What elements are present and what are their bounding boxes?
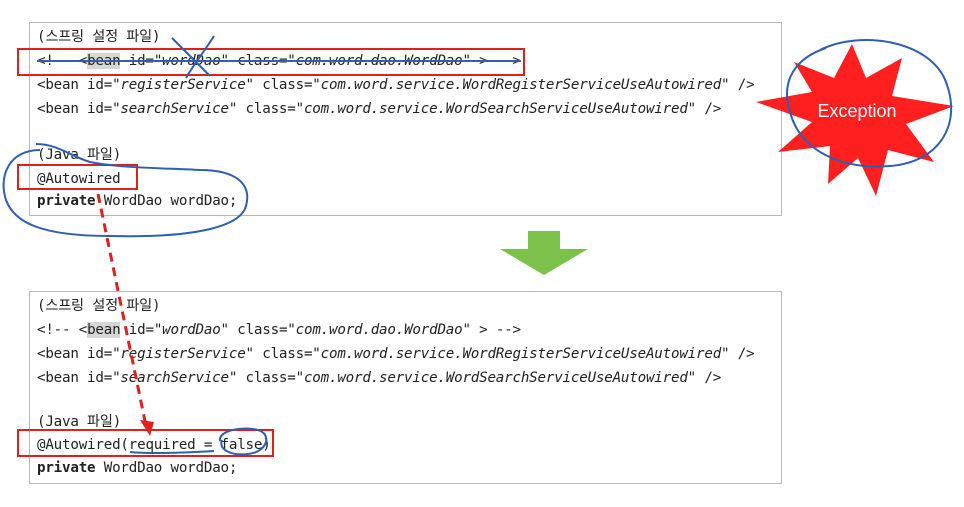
commented-bean-highlight-box <box>17 48 525 76</box>
comment-open: <!-- < <box>37 53 88 69</box>
spring-config-heading: (스프링 설정 파일) <box>37 298 161 314</box>
class-value: "com.word.service.WordSearchServiceUseAu… <box>295 101 697 117</box>
java-file-heading: (Java 파일) <box>37 147 122 163</box>
field-declaration: WordDao wordDao; <box>95 193 238 209</box>
class-value: "com.word.dao.WordDao" <box>287 53 471 69</box>
class-attr: class= <box>228 322 288 338</box>
private-keyword: private <box>37 193 96 209</box>
id-value: "searchService" <box>112 370 238 386</box>
commented-worddao-bean-line: <!-- <bean id="wordDao" class="com.word.… <box>37 320 521 340</box>
class-attr: class= <box>237 101 296 117</box>
bean-keyword: bean <box>87 53 121 69</box>
bean-open: <bean id= <box>37 101 113 117</box>
bean-close: /> <box>729 346 755 362</box>
comment-open: <!-- < <box>37 322 88 338</box>
search-service-bean-line: <bean id="searchService" class="com.word… <box>37 99 721 119</box>
class-attr: class= <box>237 370 296 386</box>
id-value: "wordDao" <box>153 322 229 338</box>
id-value: "registerService" <box>112 77 254 93</box>
class-attr: class= <box>253 346 313 362</box>
field-declaration: WordDao wordDao; <box>95 460 238 476</box>
autowired-annotation: @Autowired( <box>37 437 129 453</box>
worddao-field-line: private WordDao wordDao; <box>37 458 237 478</box>
worddao-field-line: private WordDao wordDao; <box>37 191 237 211</box>
search-service-bean-line: <bean id="searchService" class="com.word… <box>37 368 721 388</box>
bean-open: <bean id= <box>37 77 113 93</box>
class-value: "com.word.service.WordRegisterServiceUse… <box>312 346 730 362</box>
class-attr: class= <box>228 53 288 69</box>
class-value: "com.word.service.WordRegisterServiceUse… <box>312 77 730 93</box>
register-service-bean-line: <bean id="registerService" class="com.wo… <box>37 75 755 95</box>
autowired-highlight-box <box>17 164 138 190</box>
comment-close: > --> <box>470 53 521 69</box>
comment-close: > --> <box>470 322 521 338</box>
down-arrow-icon <box>500 231 588 275</box>
id-value: "searchService" <box>112 101 238 117</box>
bean-close: /> <box>696 370 722 386</box>
id-attr: id= <box>120 53 154 69</box>
bean-close: /> <box>696 101 722 117</box>
exception-label: Exception <box>817 101 897 121</box>
required-param: required <box>128 437 196 453</box>
autowired-required-false-highlight-box <box>17 429 274 457</box>
bean-close: /> <box>729 77 755 93</box>
bean-open: <bean id= <box>37 370 113 386</box>
class-attr: class= <box>253 77 313 93</box>
register-service-bean-line: <bean id="registerService" class="com.wo… <box>37 344 755 364</box>
spring-config-heading: (스프링 설정 파일) <box>37 29 161 45</box>
class-value: "com.word.service.WordSearchServiceUseAu… <box>295 370 697 386</box>
id-value: "registerService" <box>112 346 254 362</box>
bean-keyword: bean <box>87 322 121 338</box>
class-value: "com.word.dao.WordDao" <box>287 322 471 338</box>
bean-open: <bean id= <box>37 346 113 362</box>
id-attr: id= <box>120 322 154 338</box>
equals-sign: = <box>195 437 221 453</box>
private-keyword: private <box>37 460 96 476</box>
